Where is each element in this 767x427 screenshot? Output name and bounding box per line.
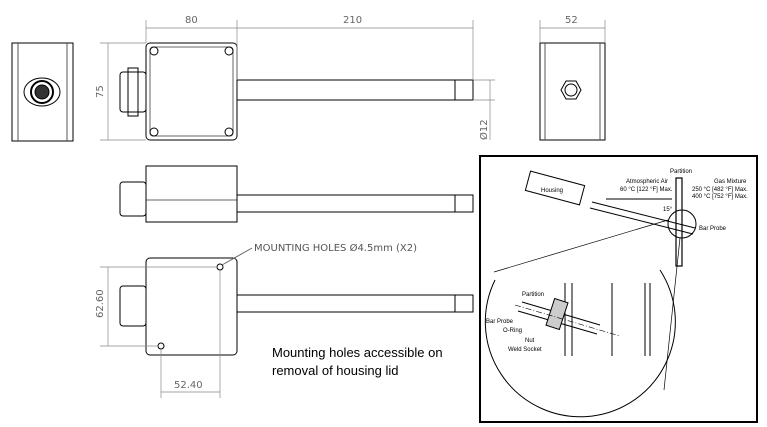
nut-label: Nut: [525, 338, 535, 344]
mounting-note: Mounting holes accessible on removal of …: [272, 344, 443, 380]
weld-socket-label: Weld Socket: [508, 347, 542, 353]
end-view-probe-side: [539, 42, 606, 141]
note-line-1: Mounting holes accessible on: [272, 345, 443, 360]
o-ring-label: O-Ring: [503, 328, 522, 334]
atmospheric-temp: 60 °C [122 °F] Max.: [620, 187, 673, 193]
dim-210: 210: [343, 15, 362, 26]
note-line-2: removal of housing lid: [272, 363, 399, 378]
inset-housing-label: Housing: [541, 188, 563, 194]
end-view-connector-side: [11, 42, 74, 142]
dim-75: 75: [95, 85, 106, 98]
dim-52-40: 52.40: [174, 380, 203, 391]
dim-80: 80: [185, 15, 198, 26]
dim-probe-diameter: Ø12: [478, 119, 490, 140]
mounting-holes-callout: MOUNTING HOLES Ø4.5mm (X2): [254, 242, 417, 254]
gas-mixture-label: Gas Mixture: [714, 179, 747, 185]
dim-62-60: 62.60: [95, 289, 106, 318]
inset-partition-label: Partition: [670, 169, 692, 175]
front-view: [119, 42, 474, 141]
angle-label: 15°: [663, 207, 673, 213]
detail-bar-probe-label: Bar Probe: [486, 319, 514, 325]
installation-inset: [479, 155, 758, 423]
mounting-view: [119, 247, 474, 356]
inset-labels: Partition Housing Atmospheric Air 60 °C …: [486, 169, 748, 353]
gas-temp-1: 250 °C [482 °F] Max.: [692, 187, 748, 193]
gas-temp-2: 400 °C [752 °F] Max.: [692, 194, 748, 200]
detail-partition-label: Partition: [522, 292, 544, 298]
bar-probe-label: Bar Probe: [699, 226, 727, 232]
dim-52: 52: [565, 15, 578, 26]
atmospheric-air-label: Atmospheric Air: [626, 179, 668, 185]
side-view: [119, 165, 474, 223]
dimension-lines: [100, 20, 606, 398]
